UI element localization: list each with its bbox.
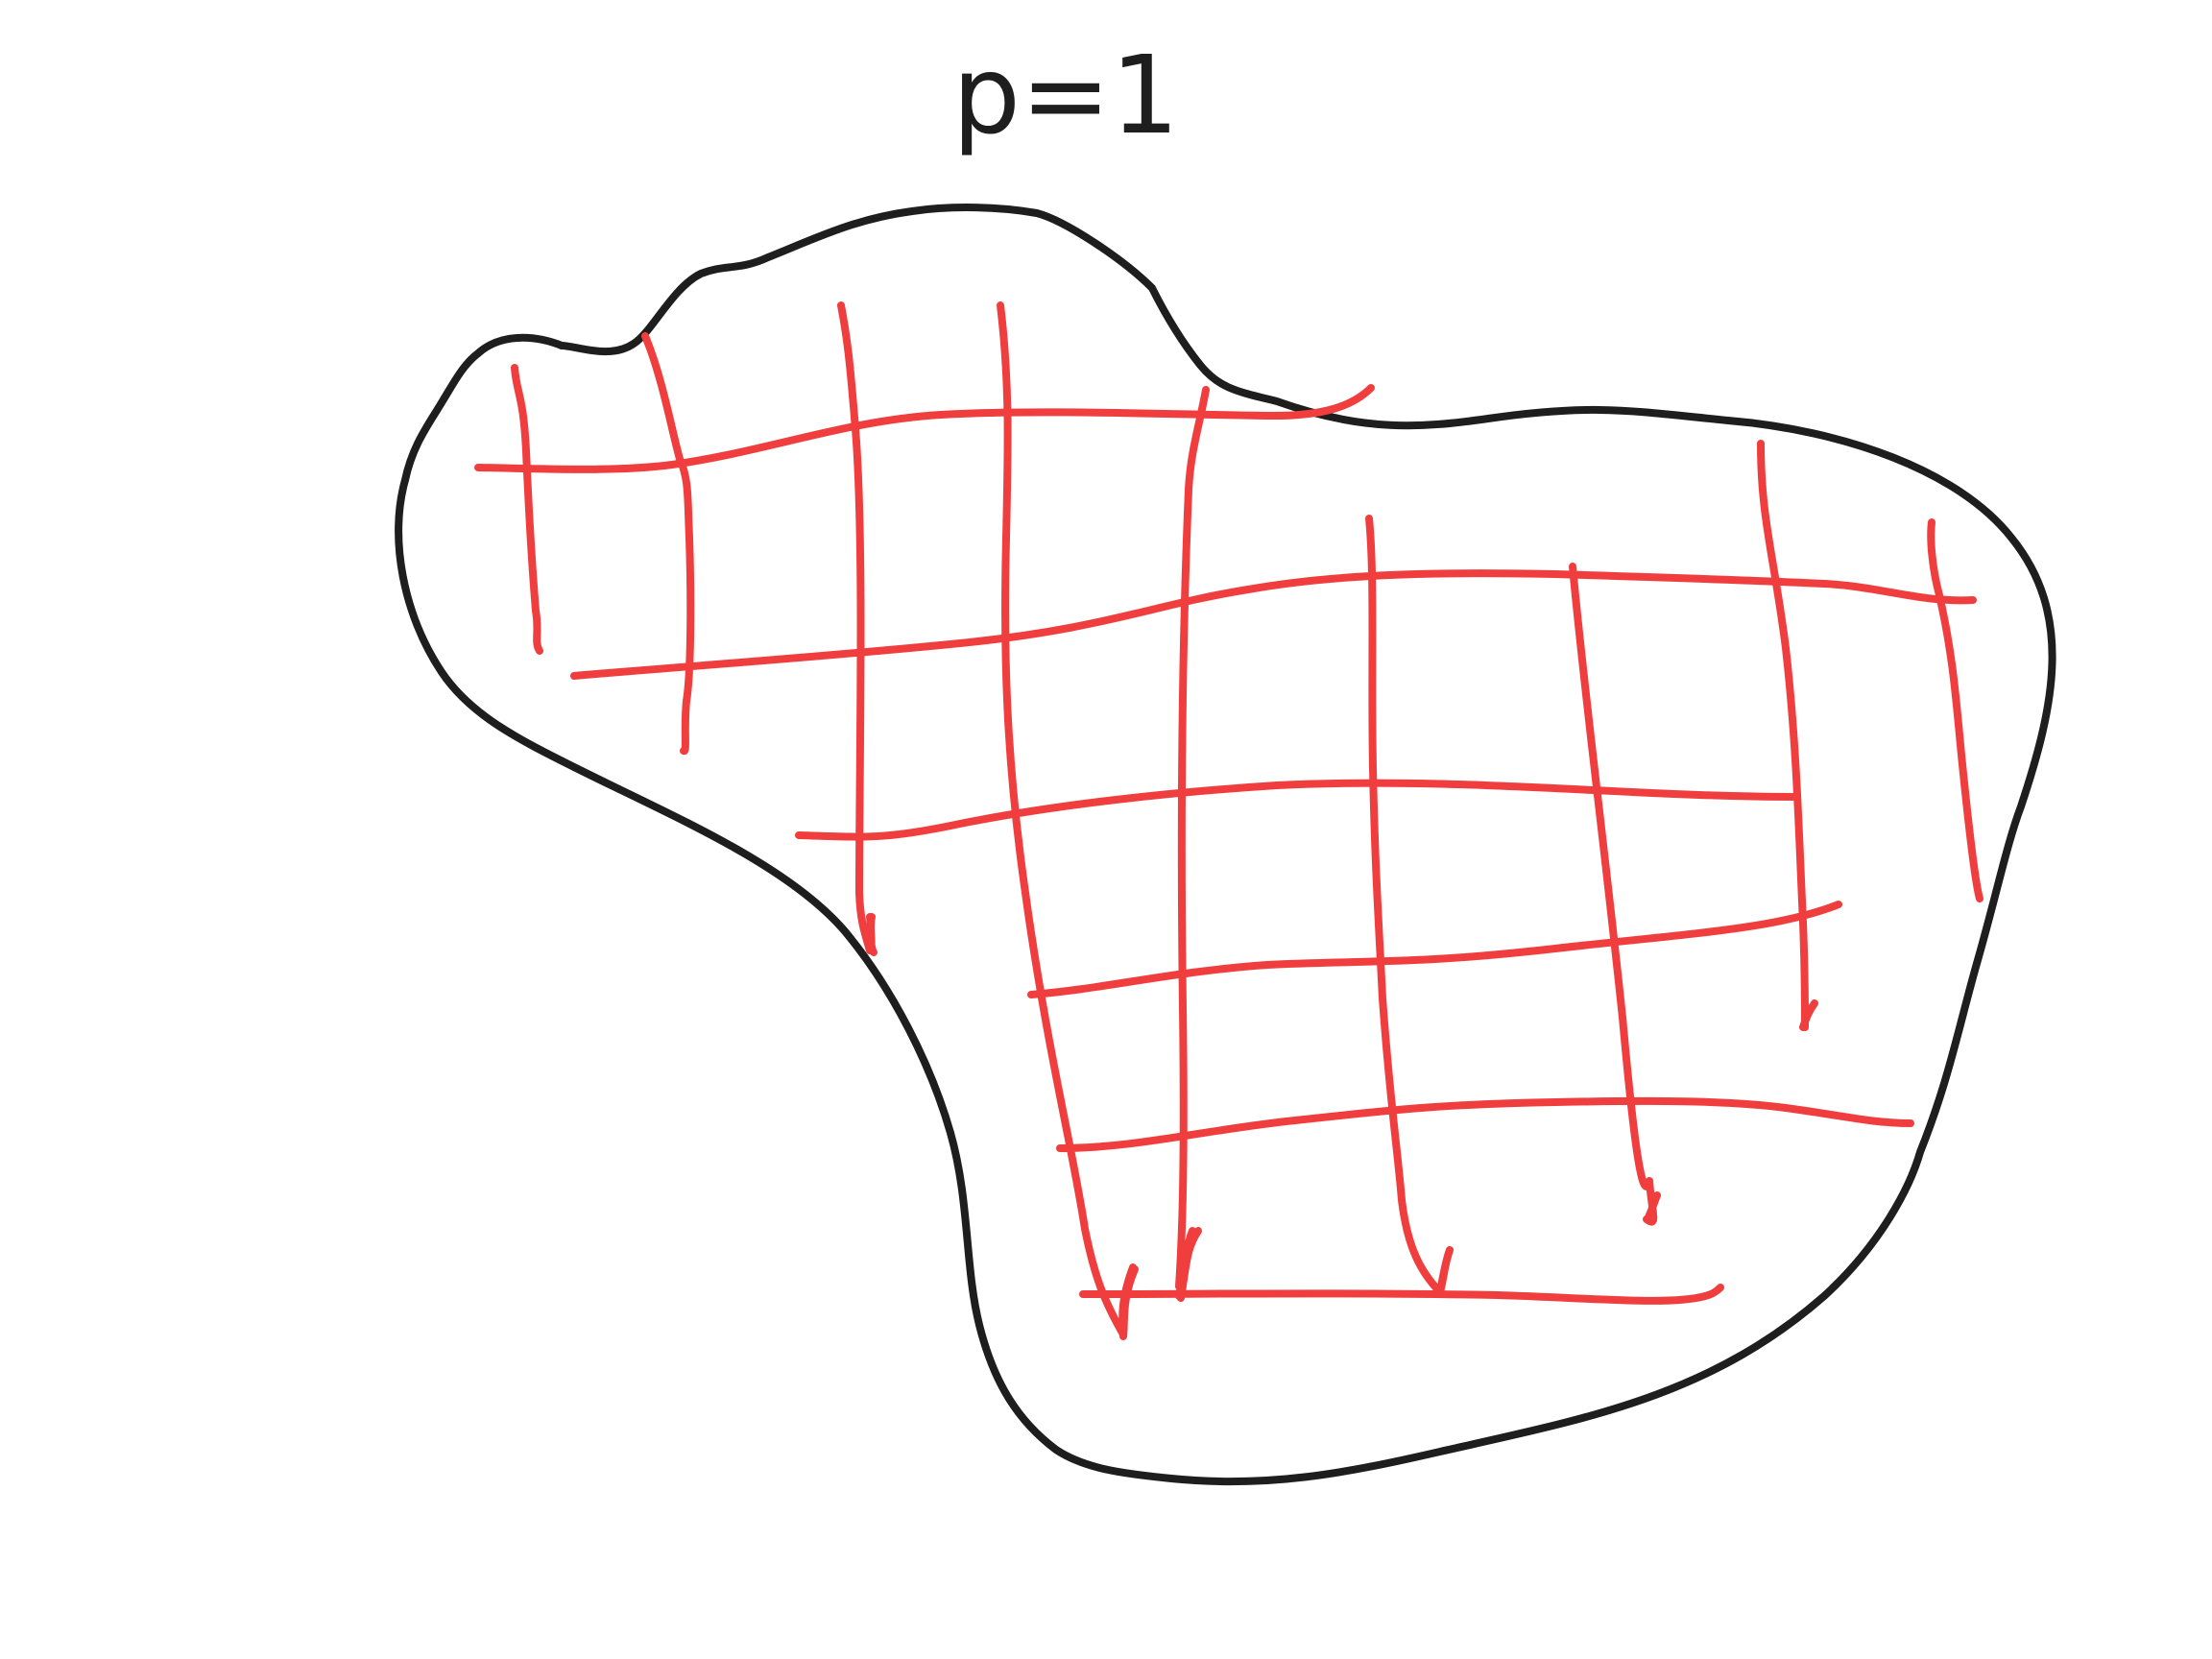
vertical-line-5: [1175, 386, 1210, 1300]
vertical-line-2: [641, 332, 695, 756]
arrow-tip-1: [1119, 1265, 1139, 1340]
vertical-line-4: [997, 301, 1137, 1338]
horizontal-line-4: [1027, 901, 1842, 998]
horizontal-line-6: [1079, 1284, 1724, 1305]
arrow-tip-4: [1644, 1191, 1661, 1223]
arrow-tip-5: [866, 913, 878, 956]
vertical-line-3: [837, 301, 876, 954]
arrow-tip-2: [1177, 1227, 1202, 1302]
horizontal-line-1: [474, 384, 1375, 473]
vertical-line-9: [1927, 518, 1984, 902]
vertical-line-1: [511, 364, 543, 655]
vertical-line-6: [1365, 515, 1454, 1296]
vertical-line-8: [1757, 440, 1818, 1031]
vertical-line-7: [1569, 563, 1658, 1226]
diagram-title: p=1: [952, 34, 1179, 158]
horizontal-line-3: [795, 779, 1799, 841]
horizontal-grid-lines: [474, 384, 1977, 1305]
vertical-grid-lines: [511, 301, 1984, 1338]
arrow-tips: [866, 913, 1661, 1340]
horizontal-line-2: [570, 569, 1977, 680]
horizontal-line-5: [1056, 1096, 1914, 1152]
arrow-tip-3: [1436, 1246, 1454, 1296]
region-outline: [395, 204, 2056, 1486]
